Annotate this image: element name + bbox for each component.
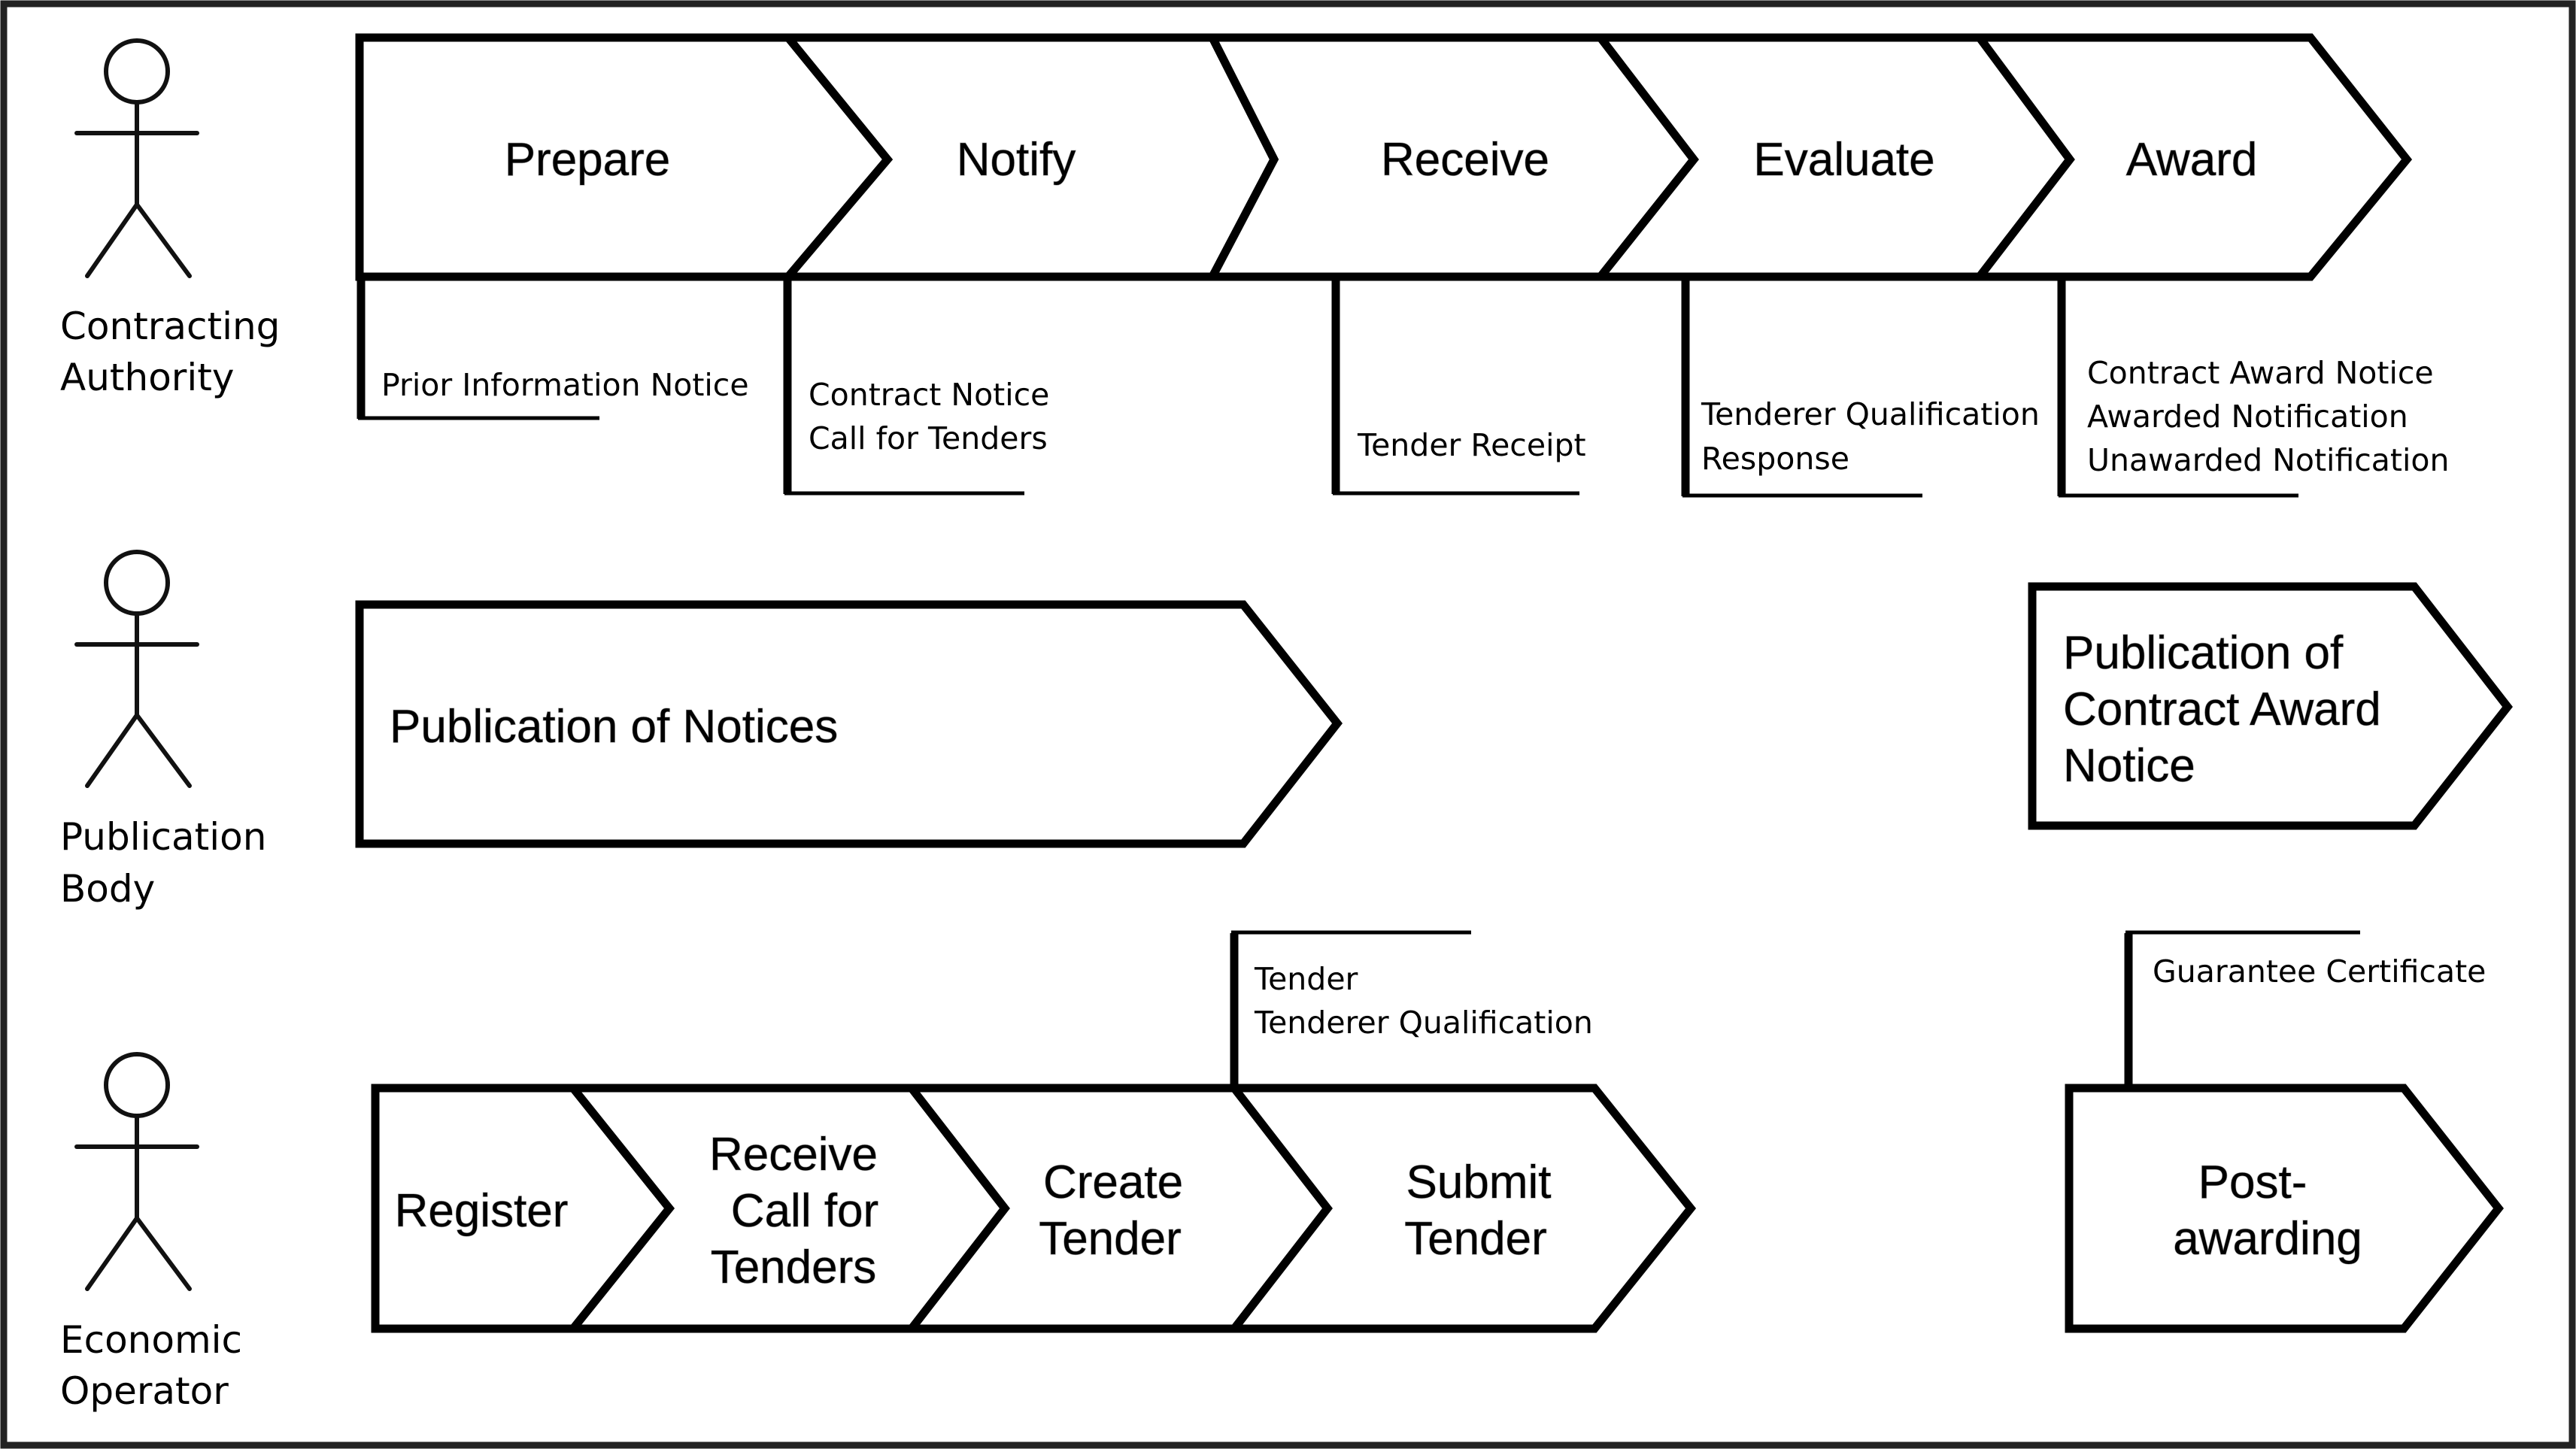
doc-label: Tenderer Qualification — [1254, 1005, 1593, 1041]
step-receive-label: Receive — [1381, 134, 1549, 186]
step-receive-call-label: Call for — [731, 1185, 878, 1237]
doc-submit-tender: Tender Tenderer Qualification — [1230, 930, 1593, 1088]
actor-label: Authority — [60, 356, 234, 399]
step-publication-award-label: Notice — [2063, 740, 2195, 792]
step-post-awarding — [2065, 1084, 2505, 1333]
doc-label: Call for Tenders — [809, 420, 1048, 456]
step-publication-award-label: Contract Award — [2063, 684, 2381, 735]
doc-label: Guarantee Certificate — [2153, 953, 2486, 990]
step-receive-call-label: Tenders — [711, 1241, 877, 1293]
actor-contracting-authority: Contracting Authority — [60, 38, 280, 399]
doc-award: Contract Award Notice Awarded Notificati… — [2057, 277, 2449, 498]
actor-label: Operator — [60, 1369, 229, 1413]
contracting-authority-process: Prepare Notify Receive Evaluate Award — [355, 33, 2413, 281]
doc-prepare: Prior Information Notice — [357, 277, 749, 420]
actor-label: Contracting — [60, 305, 280, 348]
step-award-label: Award — [2126, 134, 2258, 186]
step-prepare-label: Prepare — [505, 134, 671, 186]
doc-label: Response — [1701, 441, 1849, 477]
step-submit-tender-label: Submit — [1406, 1156, 1552, 1208]
step-publication-of-notices-label: Publication of Notices — [390, 701, 838, 753]
economic-operator-process: Register Receive Call for Tenders Create… — [371, 1084, 2505, 1333]
actor-label: Body — [60, 867, 155, 911]
step-notify-label: Notify — [957, 134, 1076, 186]
doc-label: Awarded Notification — [2087, 399, 2408, 435]
step-create-tender-label: Create — [1043, 1156, 1183, 1208]
step-receive-call-label: Receive — [709, 1129, 878, 1181]
doc-label: Tender — [1254, 961, 1358, 997]
actor-label: Publication — [60, 815, 266, 859]
doc-post-awarding: Guarantee Certificate — [2124, 930, 2486, 1088]
stick-figure-icon — [74, 38, 199, 278]
actor-publication-body: Publication Body — [60, 550, 266, 911]
doc-label: Tenderer Qualification — [1701, 396, 2040, 432]
step-submit-tender-label: Tender — [1404, 1213, 1547, 1265]
step-publication-of-notices — [355, 600, 1343, 848]
step-award — [1971, 33, 2413, 281]
step-post-awarding-label: awarding — [2173, 1213, 2362, 1265]
doc-label: Unawarded Notification — [2087, 442, 2449, 478]
publication-body-process: Publication of Notices Publication of Co… — [355, 582, 2513, 848]
step-submit-tender — [1225, 1084, 1697, 1333]
stick-figure-icon — [74, 550, 199, 788]
doc-notify: Contract Notice Call for Tenders — [783, 277, 1049, 496]
doc-receive: Tender Receipt — [1331, 277, 1586, 496]
step-evaluate-label: Evaluate — [1753, 134, 1934, 186]
doc-label: Contract Award Notice — [2087, 355, 2434, 391]
actor-label: Economic — [60, 1318, 242, 1362]
stick-figure-icon — [74, 1052, 199, 1291]
step-create-tender-label: Tender — [1039, 1213, 1182, 1265]
doc-label: Prior Information Notice — [381, 367, 749, 403]
step-publication-of-contract-award-notice — [2028, 582, 2513, 830]
step-post-awarding-label: Post- — [2198, 1156, 2307, 1208]
actor-economic-operator: Economic Operator — [60, 1052, 242, 1413]
step-publication-award-label: Publication of — [2063, 627, 2344, 679]
doc-label: Contract Notice — [809, 377, 1049, 413]
doc-label: Tender Receipt — [1357, 427, 1586, 463]
step-register-label: Register — [395, 1185, 569, 1237]
doc-evaluate: Tenderer Qualification Response — [1681, 277, 2040, 498]
